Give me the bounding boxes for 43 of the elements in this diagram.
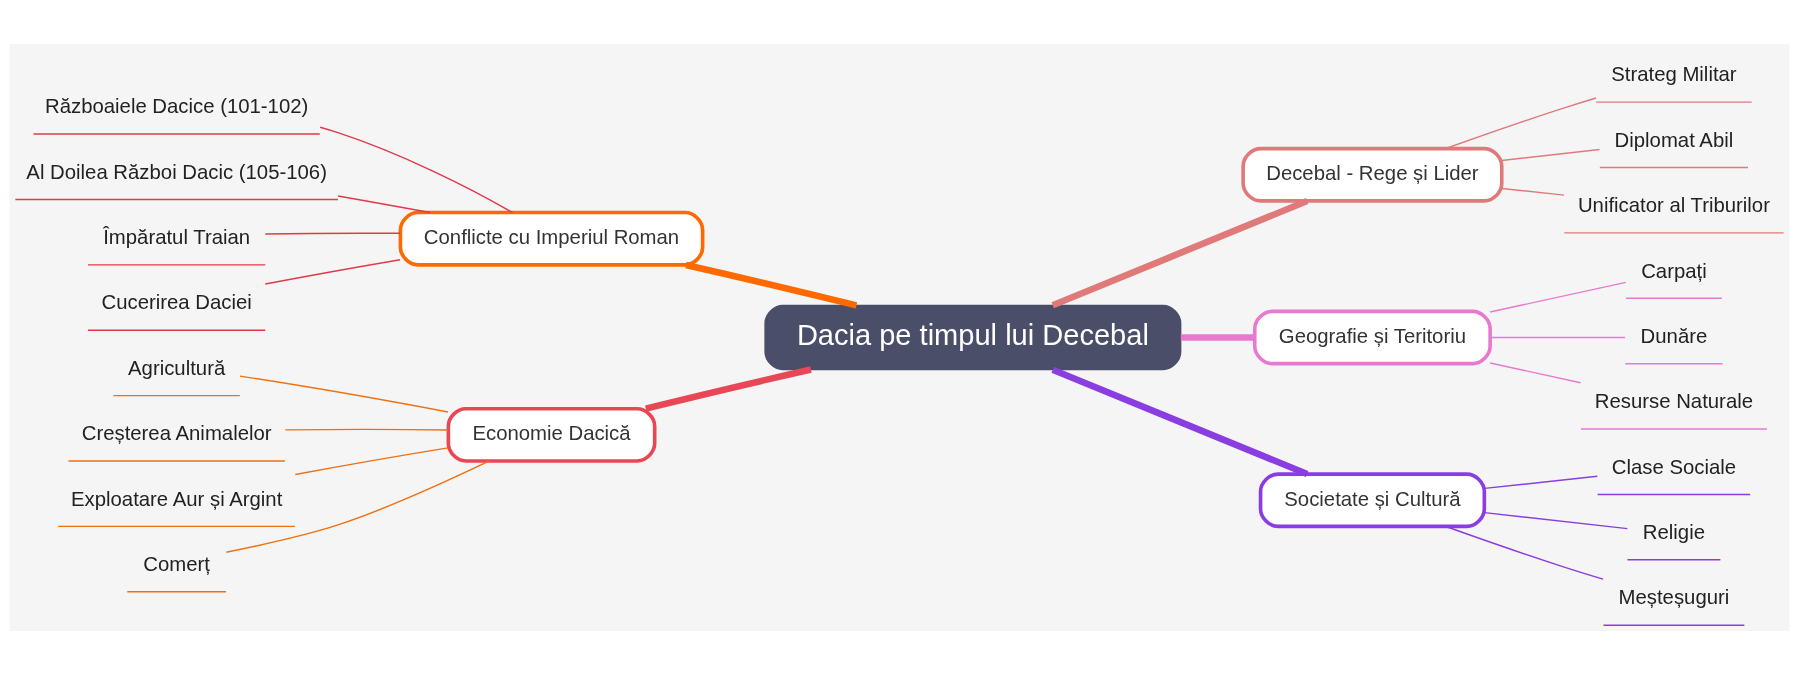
connector (1483, 475, 1598, 490)
node-box: Conflicte cu Imperiul Roman (398, 210, 704, 267)
node-text: Comerț (142, 552, 210, 575)
connector (1500, 148, 1600, 162)
node-text: Al Doilea Război Dacic (105-106) (25, 160, 327, 183)
connector (318, 126, 513, 214)
connector (283, 428, 449, 431)
node-box: Societate și Cultură (1258, 472, 1486, 529)
connector (336, 195, 431, 214)
node-text: Religie (1642, 521, 1705, 544)
connector (1180, 334, 1254, 341)
node-text: Clase Sociale (1611, 455, 1736, 478)
node-text: Împăratul Traian (102, 226, 250, 249)
node-text: Resurse Naturale (1594, 390, 1753, 413)
connector (294, 447, 449, 476)
connector (644, 366, 812, 412)
node-text: Războaiele Dacice (101-102) (44, 95, 308, 118)
node-text: Unificator al Triburilor (1577, 194, 1770, 217)
node-box: Economie Dacică (446, 406, 656, 463)
connector (1483, 511, 1628, 530)
node-text: Meșteșuguri (1618, 586, 1729, 609)
node-text: Carpați (1640, 259, 1707, 282)
node-text: Cucerirea Daciei (101, 291, 252, 314)
connector (1050, 197, 1308, 309)
connector (1488, 362, 1581, 384)
node-text: Diplomat Abil (1614, 128, 1733, 151)
node-box: Geografie și Teritoriu (1252, 309, 1492, 366)
connector (1488, 281, 1627, 313)
node-text: Strateg Militar (1610, 63, 1737, 86)
node-text: Creșterea Animalelor (81, 422, 272, 445)
connector (264, 259, 401, 285)
node-text: Dunăre (1640, 324, 1707, 347)
node-box: Dacia pe timpul lui Decebal (763, 304, 1181, 371)
node-box: Decebal - Rege și Lider (1240, 146, 1504, 203)
connector (1488, 336, 1626, 339)
connector (684, 261, 857, 309)
connector (1500, 187, 1565, 196)
connector (264, 232, 401, 235)
connector (225, 460, 490, 553)
node-text: Agricultură (127, 356, 225, 379)
node-text: Exploatare Aur și Argint (70, 487, 282, 510)
connector (1050, 366, 1308, 478)
connector (238, 375, 449, 413)
